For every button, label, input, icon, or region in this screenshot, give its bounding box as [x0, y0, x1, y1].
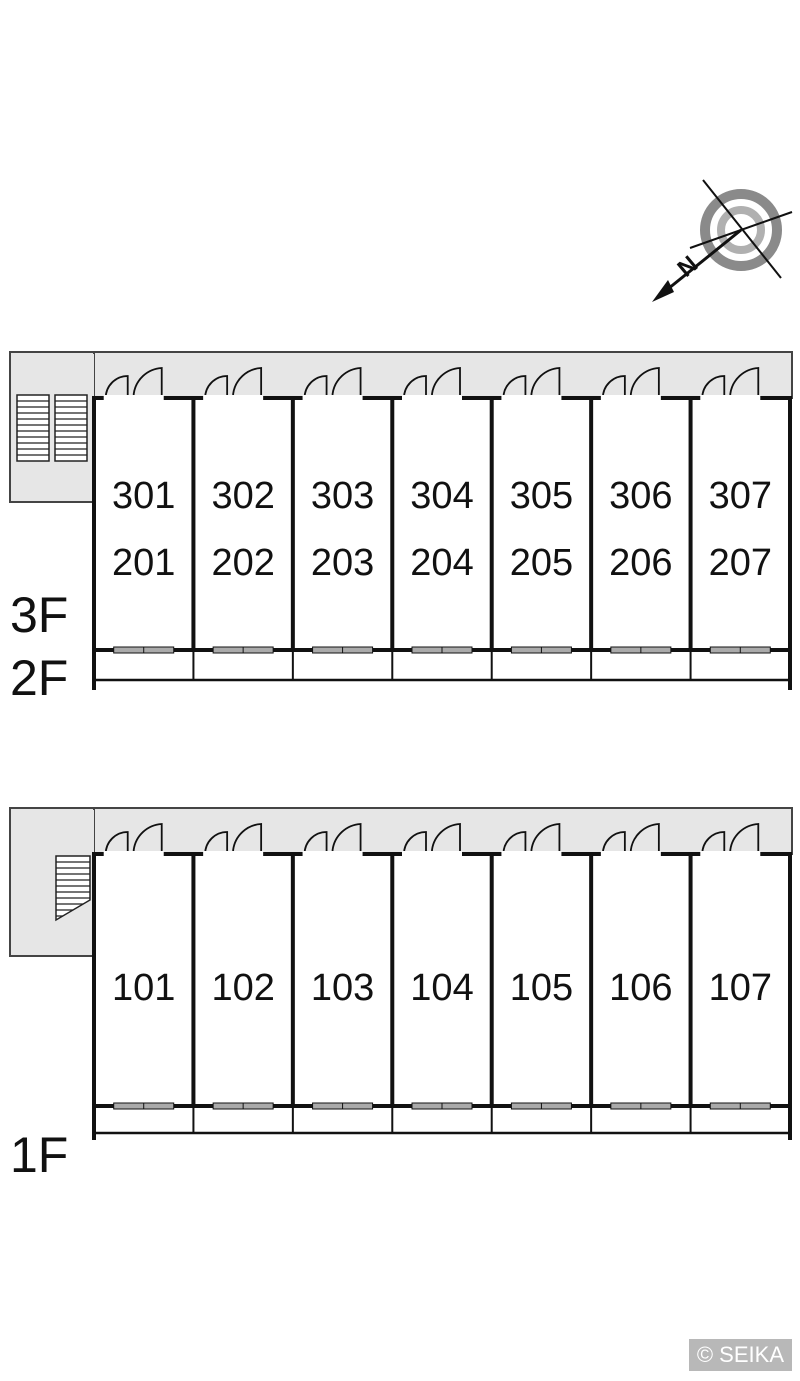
balcony-window — [312, 1102, 374, 1110]
entrance-door-icon — [700, 367, 761, 401]
unit-label-204: 204 — [410, 542, 473, 584]
unit-label-301: 301 — [112, 475, 175, 517]
balcony-window — [411, 646, 473, 654]
ground-units-outline — [92, 852, 792, 1108]
entrance-door-icon — [600, 367, 661, 401]
unit-label-201: 201 — [112, 542, 175, 584]
balcony-window — [610, 646, 672, 654]
unit-label-202: 202 — [211, 542, 274, 584]
upper-floor-plan — [9, 351, 793, 690]
unit-label-103: 103 — [311, 967, 374, 1009]
entrance-door-icon — [302, 823, 363, 857]
balcony-window — [709, 646, 771, 654]
copyright-credit: © SEIKA — [688, 1339, 792, 1371]
unit-label-107: 107 — [709, 967, 772, 1009]
balcony-window — [212, 646, 274, 654]
unit-label-206: 206 — [609, 542, 672, 584]
unit-label-305: 305 — [510, 475, 573, 517]
entrance-door-icon — [700, 823, 761, 857]
unit-label-207: 207 — [709, 542, 772, 584]
ground-corridor — [9, 807, 793, 855]
entrance-door-icon — [402, 367, 462, 401]
entrance-door-icon — [103, 367, 164, 401]
entrance-door-icon — [501, 367, 562, 401]
compass-north-letter: N — [673, 251, 704, 283]
balcony-window — [212, 1102, 274, 1110]
balcony-window — [411, 1102, 473, 1110]
balcony-window — [510, 646, 572, 654]
balcony-window — [709, 1102, 771, 1110]
unit-label-302: 302 — [211, 475, 274, 517]
ground-floor-plan — [9, 807, 793, 1140]
balcony-window — [113, 1102, 175, 1110]
ground-stairs — [55, 855, 91, 922]
unit-label-102: 102 — [211, 967, 274, 1009]
unit-label-304: 304 — [410, 475, 473, 517]
balcony-window — [610, 1102, 672, 1110]
unit-label-307: 307 — [709, 475, 772, 517]
balcony-window — [312, 646, 374, 654]
upper-corridor — [9, 351, 793, 399]
entrance-door-icon — [302, 367, 363, 401]
unit-label-203: 203 — [311, 542, 374, 584]
floor-label-3f: 3F — [10, 587, 68, 643]
unit-label-306: 306 — [609, 475, 672, 517]
unit-label-104: 104 — [410, 967, 473, 1009]
unit-label-303: 303 — [311, 475, 374, 517]
upper-stairs — [16, 394, 88, 462]
entrance-door-icon — [203, 367, 264, 401]
entrance-door-icon — [203, 823, 264, 857]
upper-units-outline — [92, 396, 792, 652]
entrance-door-icon — [103, 823, 164, 857]
entrance-door-icon — [402, 823, 462, 857]
balcony-window — [113, 646, 175, 654]
unit-label-106: 106 — [609, 967, 672, 1009]
unit-label-105: 105 — [510, 967, 573, 1009]
entrance-door-icon — [600, 823, 661, 857]
unit-label-205: 205 — [510, 542, 573, 584]
entrance-door-icon — [501, 823, 562, 857]
floor-label-1f: 1F — [10, 1127, 68, 1183]
unit-label-101: 101 — [112, 967, 175, 1009]
balcony-window — [510, 1102, 572, 1110]
floor-label-2f: 2F — [10, 650, 68, 706]
compass-icon: N — [652, 179, 793, 302]
